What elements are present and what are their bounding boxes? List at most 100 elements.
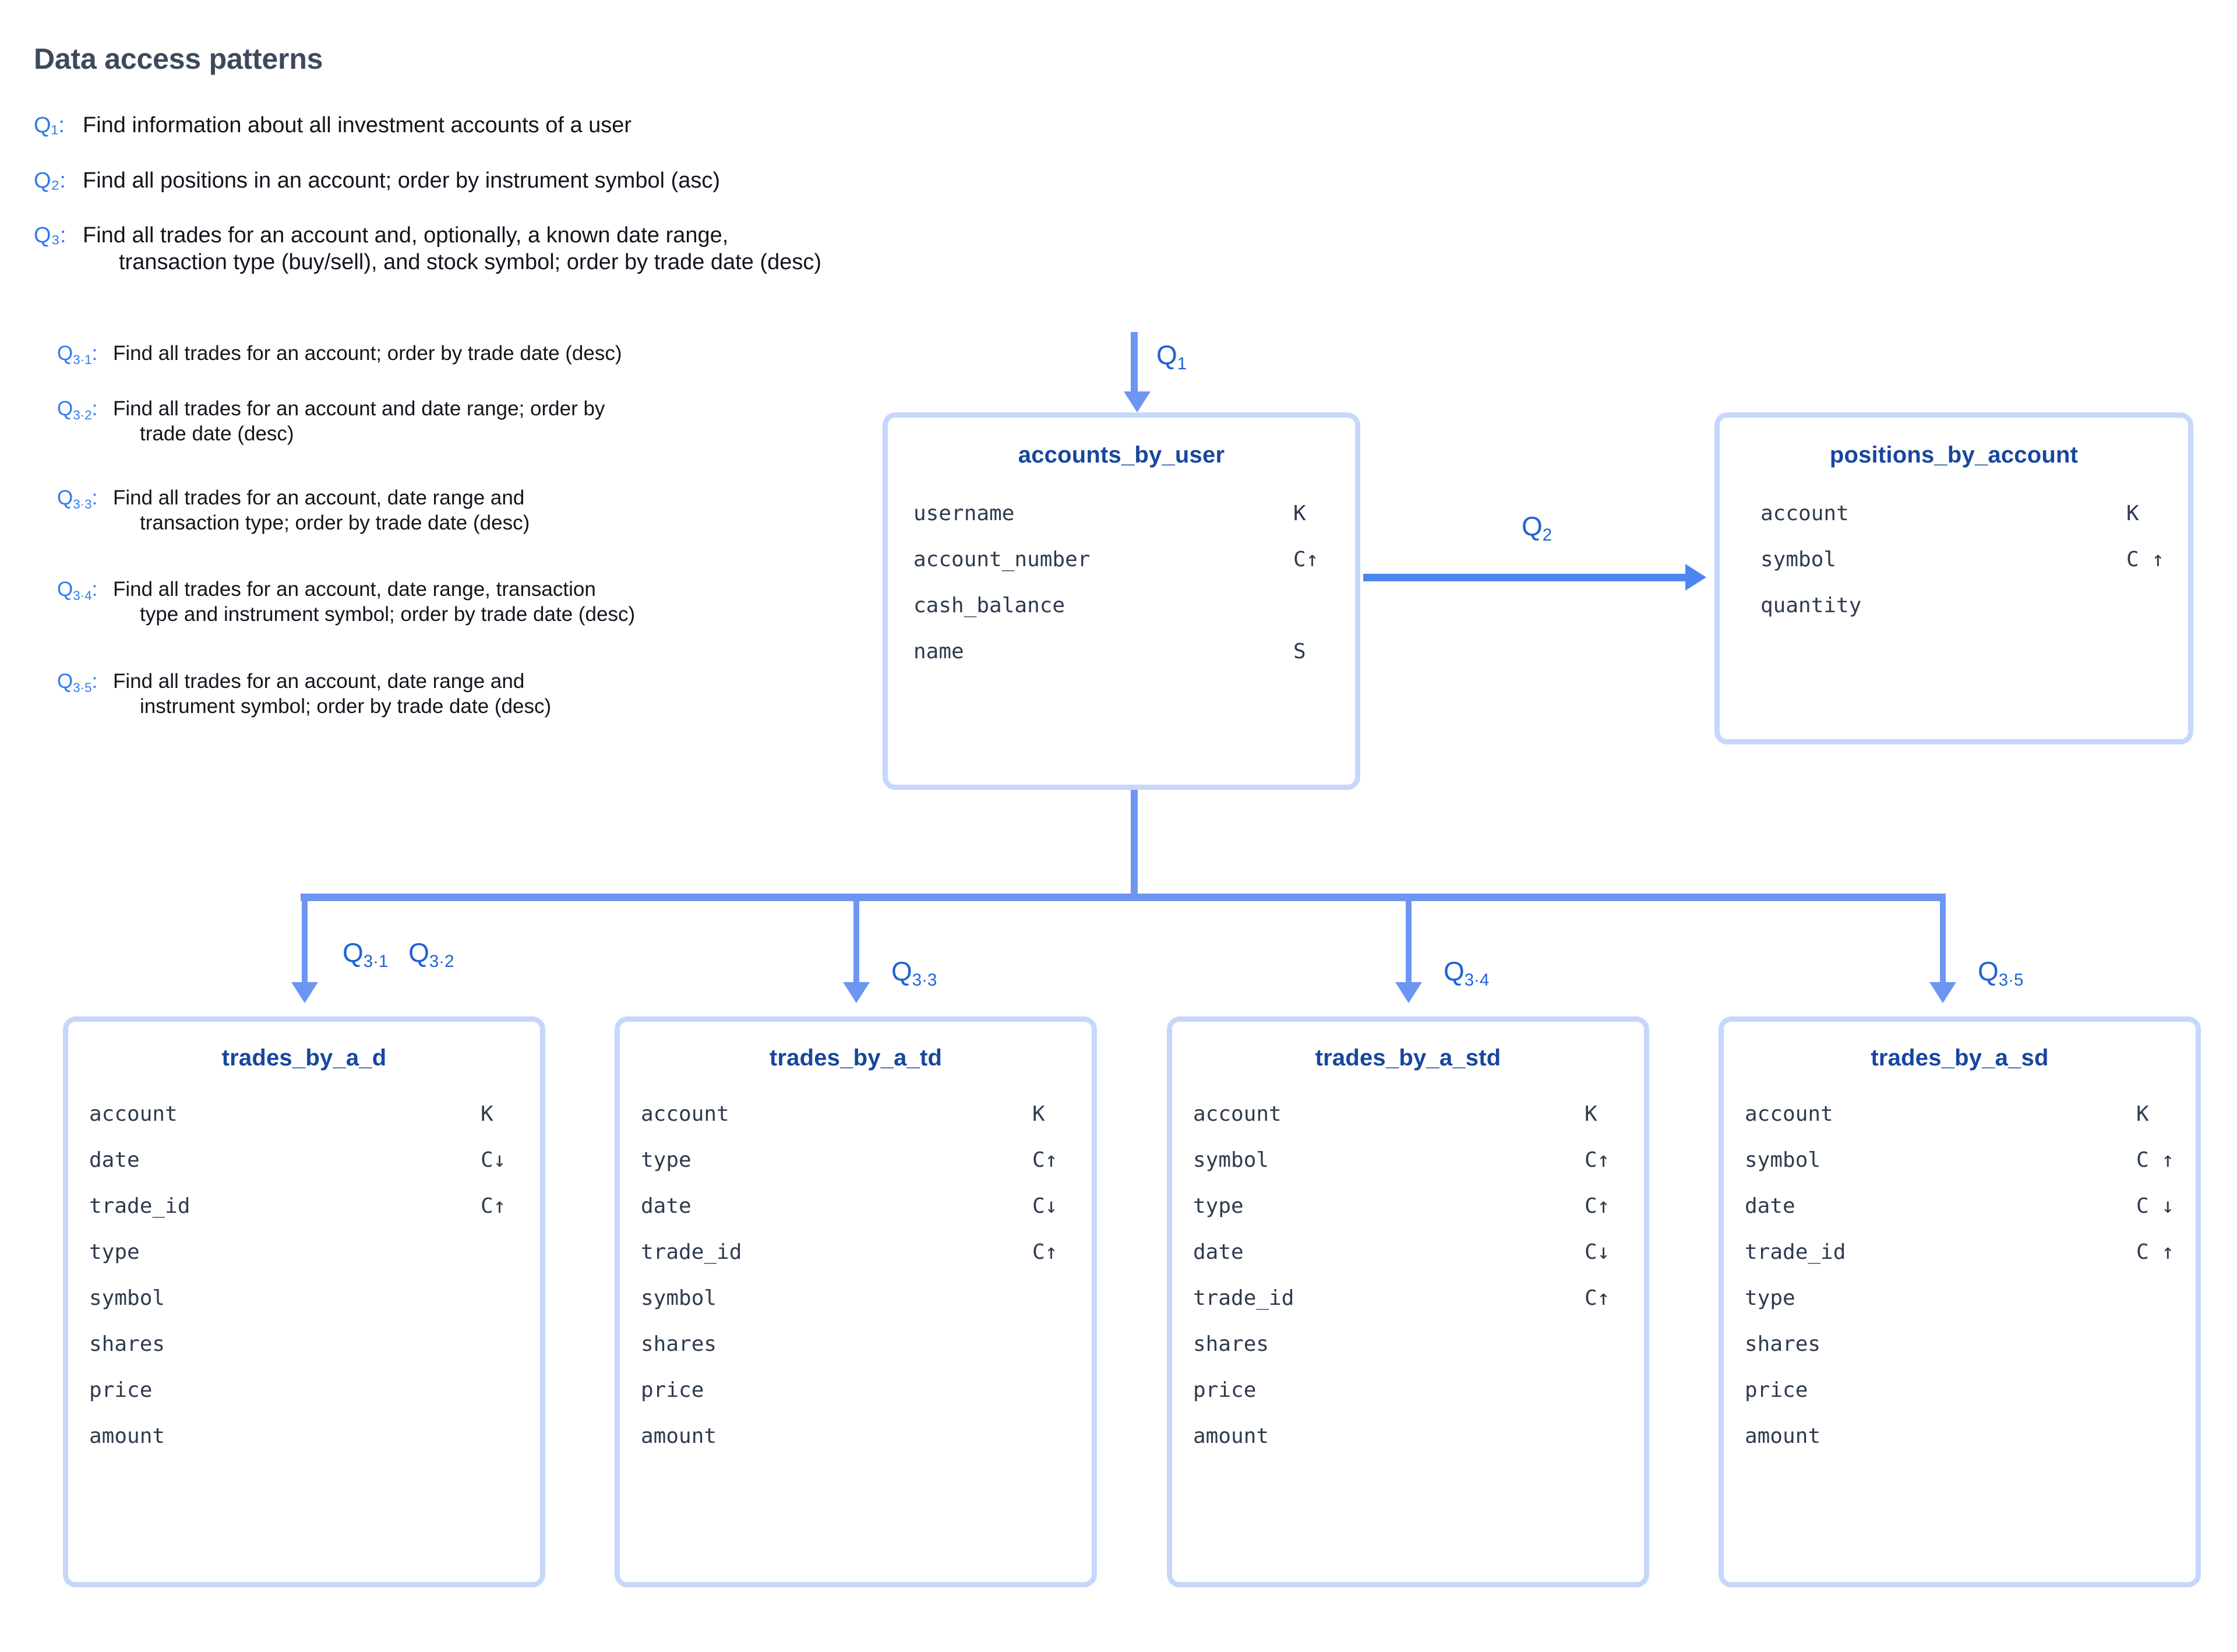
field-name: username [913, 502, 1015, 525]
connector-q1-line [1131, 332, 1138, 396]
field-row: shares [1193, 1334, 1621, 1355]
field-row: shares [1745, 1334, 2172, 1355]
connector-q2-line [1363, 574, 1689, 581]
field-name: price [1745, 1378, 1808, 1402]
field-key-marker: C↓ [1585, 1240, 1610, 1264]
connector-label-q32-index: 3·2 [429, 951, 454, 971]
connector-label-q35: Q3·5 [1978, 956, 2024, 990]
subquery-text-q33-line1: Find all trades for an account, date ran… [113, 486, 525, 509]
field-name: type [1745, 1286, 1795, 1310]
connector-label-q34: Q3·4 [1444, 956, 1490, 990]
query-text-q3-line2: transaction type (buy/sell), and stock s… [119, 250, 821, 275]
field-name: type [89, 1240, 140, 1264]
field-key-marker: K [481, 1102, 493, 1126]
query-text-q3: Find all trades for an account and, opti… [83, 222, 995, 276]
field-name: account [1193, 1102, 1282, 1126]
connector-label-q31-index: 3·1 [363, 951, 389, 971]
field-name: shares [89, 1332, 165, 1356]
field-row: price [1745, 1380, 2172, 1401]
query-text-q2: Find all positions in an account; order … [83, 168, 721, 193]
field-row: price [641, 1380, 1068, 1401]
field-row: amount [89, 1426, 517, 1447]
query-tag-q3: Q₃: [34, 223, 66, 248]
query-tag-q1: Q₁: [34, 113, 65, 137]
field-key-marker: C ↑ [2136, 1240, 2175, 1264]
arrowhead-q2-icon [1685, 564, 1706, 591]
field-name: price [89, 1378, 153, 1402]
field-row: date C↓ [1193, 1242, 1621, 1263]
field-key-marker: C ↑ [2136, 1148, 2175, 1172]
page-title: Data access patterns [34, 43, 323, 75]
subquery-text-q35-line1: Find all trades for an account, date ran… [113, 670, 525, 693]
subquery-tag-q31: Q3·1: [57, 342, 98, 367]
arrowhead-q31-icon [291, 982, 318, 1003]
arrowhead-q33-icon [843, 982, 870, 1003]
connector-label-q2: Q2 [1522, 511, 1553, 545]
field-name: price [641, 1378, 704, 1402]
field-name: account [1745, 1102, 1833, 1126]
field-key-marker: C↓ [1032, 1194, 1058, 1218]
field-key-marker: C↑ [1293, 548, 1319, 571]
subquery-text-q32: Find all trades for an account and date … [113, 396, 873, 447]
field-name: amount [1745, 1424, 1821, 1448]
field-name: shares [1193, 1332, 1269, 1356]
query-text-q3-line1: Find all trades for an account and, opti… [83, 223, 729, 248]
connector-label-q34-index: 3·4 [1464, 970, 1490, 990]
subquery-tag-q32: Q3·2: [57, 397, 98, 422]
subquery-text-q34: Find all trades for an account, date ran… [113, 577, 884, 627]
field-name: price [1193, 1378, 1257, 1402]
field-row: symbol C ↑ [1760, 548, 2165, 571]
connector-q33-drop [853, 894, 859, 987]
subquery-item-q34: Q3·4: Find all trades for an account, da… [57, 577, 884, 627]
query-item-q1: Q₁: Find information about all investmen… [34, 112, 908, 139]
connector-q31-drop [302, 894, 308, 987]
arrowhead-q1-icon [1124, 391, 1151, 412]
table-title: trades_by_a_d [221, 1045, 387, 1071]
query-text-q1: Find information about all investment ac… [83, 113, 632, 137]
table-title: accounts_by_user [1018, 442, 1225, 468]
field-name: shares [1745, 1332, 1821, 1356]
connector-label-q1: Q1 [1156, 340, 1187, 373]
field-name: symbol [1760, 548, 1837, 571]
field-name: date [1193, 1240, 1244, 1264]
field-name: trade_id [89, 1194, 190, 1218]
subquery-text-q31: Find all trades for an account; order by… [113, 342, 622, 365]
arrowhead-q35-icon [1929, 982, 1956, 1003]
subquery-text-q35: Find all trades for an account, date ran… [113, 669, 826, 719]
field-name: type [1193, 1194, 1244, 1218]
subquery-tag-q35: Q3·5: [57, 670, 98, 695]
field-row: account_number C↑ [913, 549, 1329, 570]
subquery-item-q31: Q3·1: Find all trades for an account; or… [57, 341, 884, 367]
field-name: account_number [913, 548, 1091, 571]
field-name: date [89, 1148, 140, 1172]
subquery-tag-q33: Q3·3: [57, 486, 98, 511]
field-row: cash_balance [913, 595, 1329, 616]
field-row: trade_id C↑ [89, 1196, 517, 1217]
field-row: quantity [1760, 595, 2162, 616]
field-row: shares [89, 1334, 517, 1355]
field-name: amount [641, 1424, 717, 1448]
subquery-text-q34-line2: type and instrument symbol; order by tra… [140, 603, 636, 626]
field-key-marker: C ↑ [2126, 548, 2165, 571]
field-key-marker: C↑ [481, 1194, 506, 1218]
subquery-index-q31: 3·1 [73, 352, 92, 367]
table-title: trades_by_a_sd [1871, 1045, 2049, 1071]
